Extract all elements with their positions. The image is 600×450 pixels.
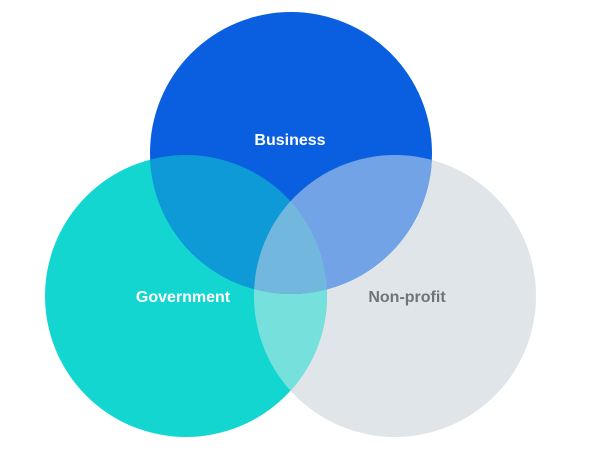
business-government-overlap bbox=[150, 155, 327, 294]
business-nonprofit-overlap bbox=[254, 155, 432, 294]
business-label: Business bbox=[254, 132, 325, 149]
government-label: Government bbox=[136, 289, 231, 306]
nonprofit-label: Non-profit bbox=[368, 289, 446, 306]
